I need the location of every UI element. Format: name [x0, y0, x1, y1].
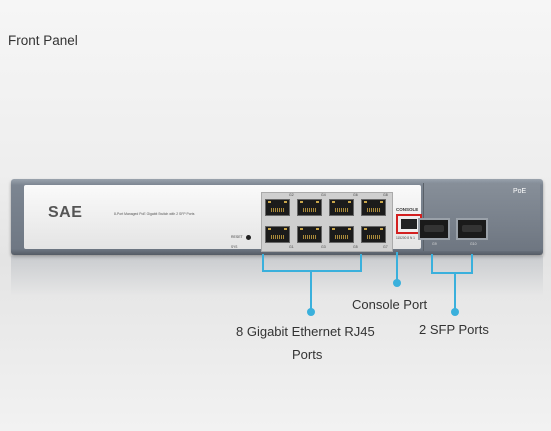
console-settings-label: 115200 8 N 1 — [396, 236, 415, 240]
console-label: CONSOLE — [396, 207, 419, 212]
rj45-port[interactable] — [361, 226, 386, 243]
console-callout-dot — [393, 279, 401, 287]
port-label: G5 — [353, 245, 358, 249]
rj45-port-block: G2 G4 G6 G8 G1 G3 G5 G7 — [261, 192, 393, 252]
sfp-leader-line — [454, 274, 456, 310]
rj45-port[interactable] — [265, 226, 290, 243]
port-label: G6 — [353, 193, 358, 197]
reset-label: RESET — [231, 235, 243, 239]
network-switch: SAE 8-Port Managed PoE Gigabit Switch wi… — [11, 179, 543, 255]
rj45-ports-label-line2: Ports — [292, 347, 323, 362]
port-label: G7 — [383, 245, 388, 249]
console-port-label: Console Port — [352, 297, 428, 312]
sfp-port[interactable] — [456, 218, 488, 240]
port-label: G1 — [289, 245, 294, 249]
sfp-callout-dot — [451, 308, 459, 316]
rj45-port[interactable] — [265, 199, 290, 216]
page-title: Front Panel — [8, 33, 78, 48]
port-label: G3 — [321, 245, 326, 249]
rj45-ports-label-line1: 8 Gigabit Ethernet RJ45 — [236, 324, 375, 339]
rj45-port[interactable] — [329, 226, 354, 243]
sfp-port[interactable] — [418, 218, 450, 240]
reset-button[interactable] — [246, 235, 251, 240]
switch-faceplate: SAE 8-Port Managed PoE Gigabit Switch wi… — [24, 185, 422, 252]
sfp-label: G9 — [432, 242, 437, 246]
console-leader-line — [396, 252, 398, 280]
rj45-bracket — [262, 254, 362, 272]
sfp-label: G10 — [470, 242, 477, 246]
sys-label: SYS — [231, 245, 238, 249]
sfp-bracket — [431, 254, 473, 274]
brand-logo: SAE — [48, 204, 83, 221]
rj45-port[interactable] — [329, 199, 354, 216]
rj45-port[interactable] — [297, 199, 322, 216]
rj45-callout-dot — [307, 308, 315, 316]
sfp-ports-label: 2 SFP Ports — [419, 322, 489, 337]
poe-badge: PoE — [513, 188, 527, 195]
model-text: 8-Port Managed PoE Gigabit Switch with 2… — [114, 212, 195, 216]
rj45-leader-line — [310, 272, 312, 312]
rj45-port[interactable] — [297, 226, 322, 243]
port-label: G8 — [383, 193, 388, 197]
port-label: G2 — [289, 193, 294, 197]
rj45-port[interactable] — [361, 199, 386, 216]
port-label: G4 — [321, 193, 326, 197]
